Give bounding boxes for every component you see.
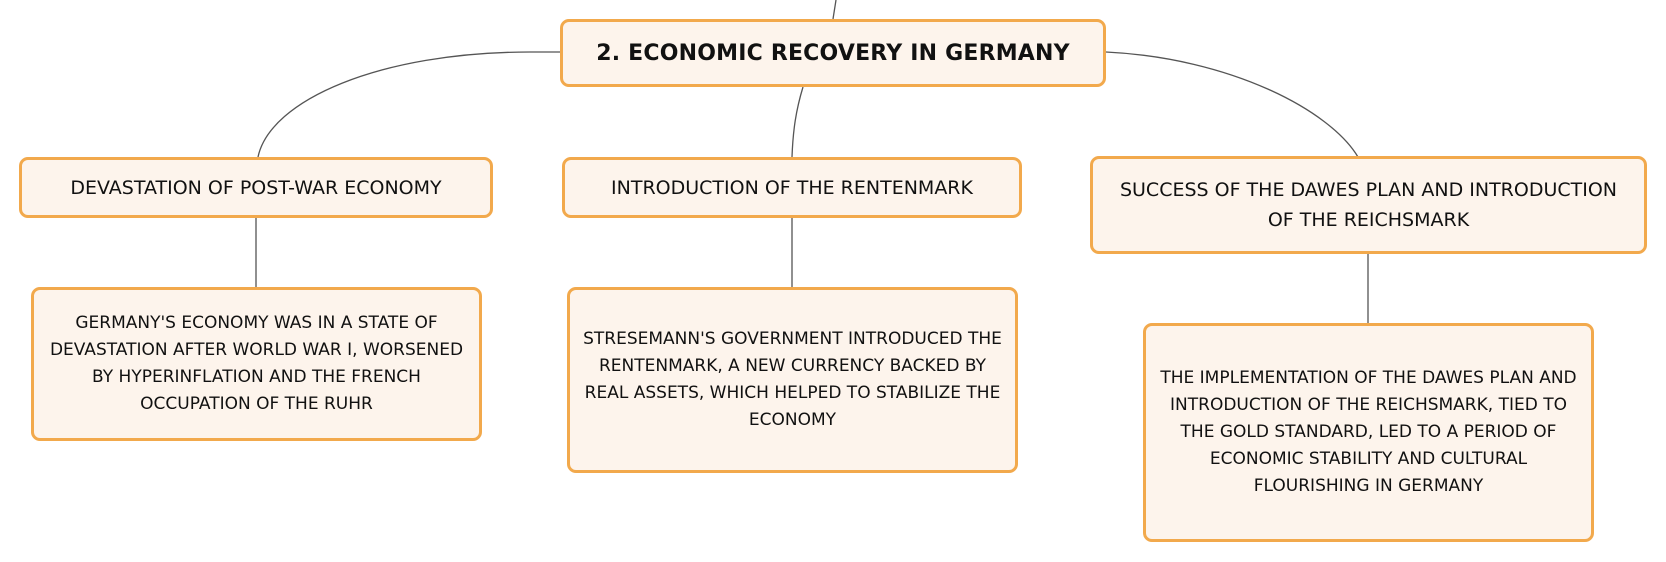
- root-node[interactable]: 2. ECONOMIC RECOVERY IN GERMANY: [560, 19, 1106, 87]
- connector-root-to-branch-1: [257, 51, 561, 158]
- topic-node-dawes-plan[interactable]: SUCCESS OF THE DAWES PLAN AND INTRODUCTI…: [1090, 156, 1647, 254]
- detail-node-post-war-economy[interactable]: GERMANY'S ECONOMY WAS IN A STATE OF DEVA…: [31, 287, 482, 441]
- connector-root-to-branch-3: [1105, 51, 1359, 158]
- topic-node-label: DEVASTATION OF POST-WAR ECONOMY: [70, 176, 442, 199]
- detail-node-text: GERMANY'S ECONOMY WAS IN A STATE OF DEVA…: [49, 313, 464, 414]
- connector-parent-to-root: [832, 0, 837, 20]
- detail-node-text: STRESEMANN'S GOVERNMENT INTRODUCED THE R…: [583, 329, 1002, 430]
- detail-node-dawes-plan[interactable]: THE IMPLEMENTATION OF THE DAWES PLAN AND…: [1143, 323, 1594, 542]
- topic-node-post-war-economy[interactable]: DEVASTATION OF POST-WAR ECONOMY: [19, 157, 493, 218]
- root-node-label: 2. ECONOMIC RECOVERY IN GERMANY: [596, 40, 1070, 66]
- detail-node-text: THE IMPLEMENTATION OF THE DAWES PLAN AND…: [1160, 368, 1577, 496]
- topic-node-label: INTRODUCTION OF THE RENTENMARK: [611, 176, 973, 199]
- topic-node-label: SUCCESS OF THE DAWES PLAN AND INTRODUCTI…: [1119, 179, 1618, 231]
- connector-root-to-branch-2: [791, 86, 804, 158]
- detail-node-rentenmark[interactable]: STRESEMANN'S GOVERNMENT INTRODUCED THE R…: [567, 287, 1018, 473]
- topic-node-rentenmark[interactable]: INTRODUCTION OF THE RENTENMARK: [562, 157, 1022, 218]
